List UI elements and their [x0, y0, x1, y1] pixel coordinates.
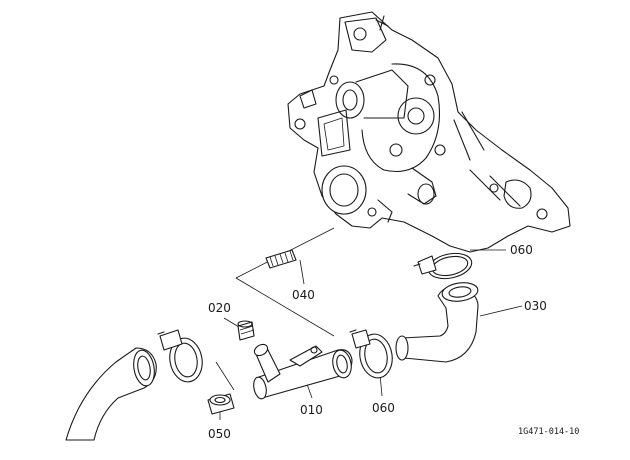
engine-housing — [287, 11, 571, 253]
label-030: 030 — [524, 299, 547, 313]
label-010: 010 — [300, 403, 323, 417]
label-060-lower: 060 — [372, 401, 395, 415]
drawing-reference: 1G471-014-10 — [518, 427, 579, 437]
water-pipe-010 — [253, 343, 353, 400]
label-040: 040 — [292, 288, 315, 302]
hose-clamp-060-upper — [413, 252, 473, 280]
label-020: 020 — [208, 301, 231, 315]
hose-clamp-left — [157, 329, 203, 383]
label-060-upper: 060 — [510, 243, 533, 257]
hose-clamp-060-lower — [349, 329, 393, 379]
hose-030 — [395, 282, 479, 363]
hose-left — [65, 347, 157, 441]
stud-040 — [265, 249, 297, 269]
callouts: 040 060 030 020 060 010 050 1G471-014-10 — [208, 243, 579, 441]
label-050: 050 — [208, 427, 231, 441]
plug-020 — [237, 320, 255, 341]
plug-050 — [207, 393, 235, 415]
